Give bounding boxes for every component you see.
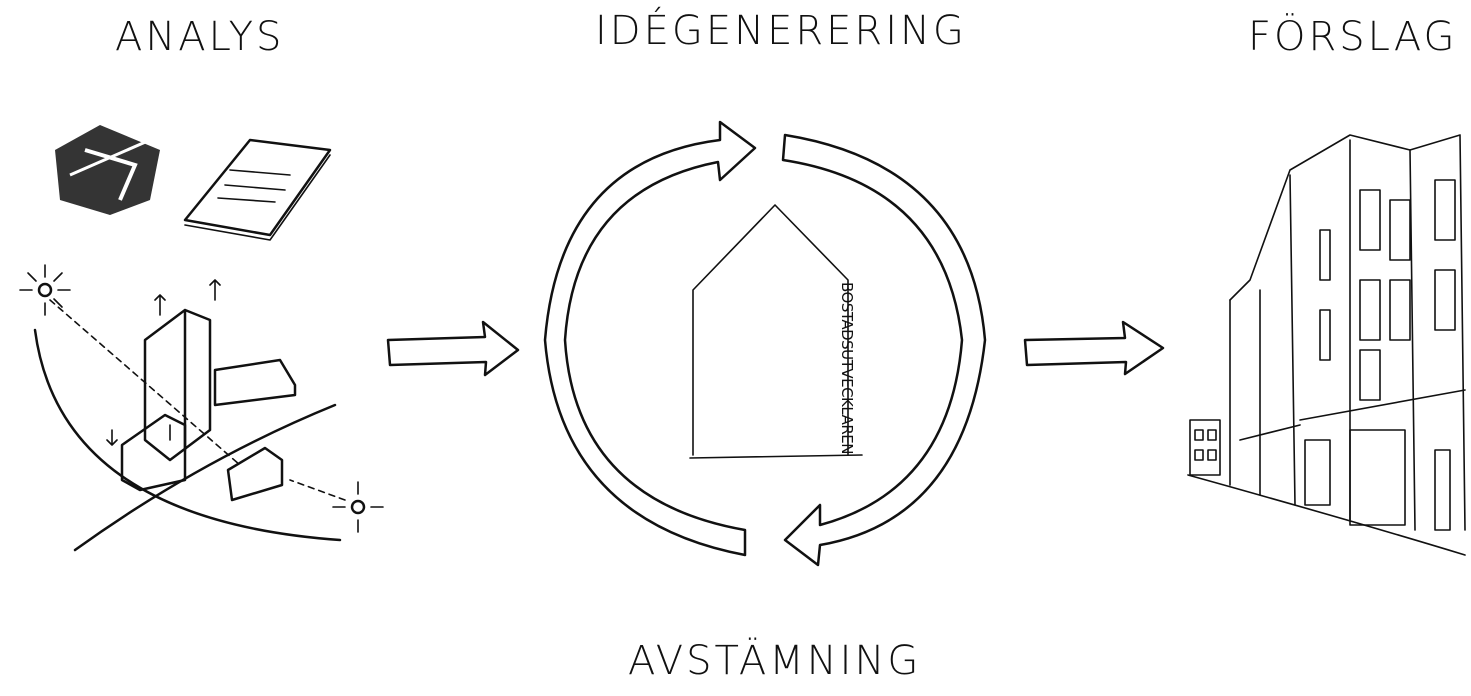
street-sketch bbox=[1187, 134, 1466, 556]
house-label: BOSTADSUTVECKLAREN bbox=[838, 282, 856, 454]
arrow-right-2 bbox=[1023, 320, 1165, 376]
documents-icon bbox=[183, 138, 332, 241]
arrow-right-1 bbox=[386, 320, 520, 377]
stage-label-idegenerering: IDÉGENERERING bbox=[595, 8, 967, 54]
house-icon bbox=[689, 204, 863, 459]
stage-label-avstamning: AVSTÄMNING bbox=[628, 638, 922, 684]
stage-label-forslag: FÖRSLAG bbox=[1248, 14, 1458, 60]
stage-label-analys: ANALYS bbox=[115, 14, 285, 60]
site-plan-icon bbox=[55, 125, 160, 215]
cycle-arrows bbox=[543, 120, 987, 567]
site-analysis-sketch bbox=[19, 264, 384, 552]
